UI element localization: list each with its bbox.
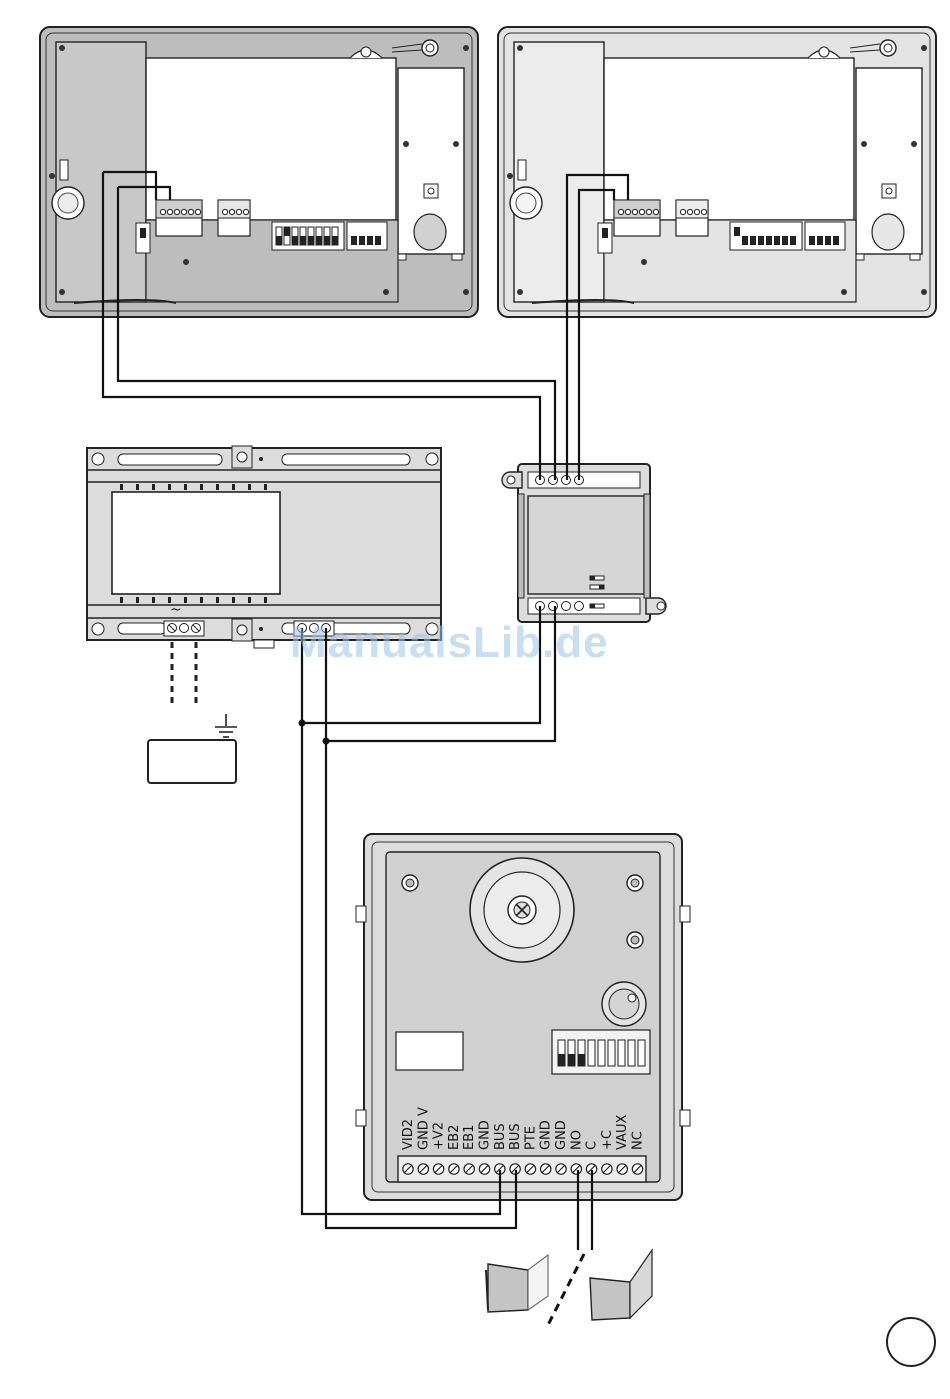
terminal-label: NC <box>631 1131 646 1150</box>
terminal-label: BUS <box>508 1123 523 1150</box>
terminal-label: +V2 <box>432 1122 447 1150</box>
monitor-right <box>498 27 936 317</box>
terminal-label: GND <box>539 1120 554 1150</box>
terminal-label: GND <box>554 1120 569 1150</box>
terminal-label: VID2 <box>401 1119 416 1150</box>
terminal-label: GND V <box>416 1107 431 1150</box>
terminal-label: BUS <box>493 1123 508 1150</box>
terminal-label: EB1 <box>462 1125 477 1150</box>
ground-icon <box>215 714 237 737</box>
mains-supply <box>148 642 237 783</box>
terminal-label: EB2 <box>447 1125 462 1150</box>
terminal-label: PTE <box>523 1126 538 1150</box>
ac-symbol: ~ <box>170 602 182 618</box>
bus-distributor <box>502 464 666 622</box>
terminal-label: GND <box>478 1120 493 1150</box>
terminal-label: C <box>585 1141 600 1150</box>
terminal-label: NO <box>569 1130 584 1150</box>
watermark-text: ManualsLib.de <box>290 618 670 668</box>
page-number-circle <box>887 1318 935 1366</box>
terminal-label: VAUX <box>615 1115 630 1150</box>
terminal-label: +C <box>600 1130 615 1150</box>
